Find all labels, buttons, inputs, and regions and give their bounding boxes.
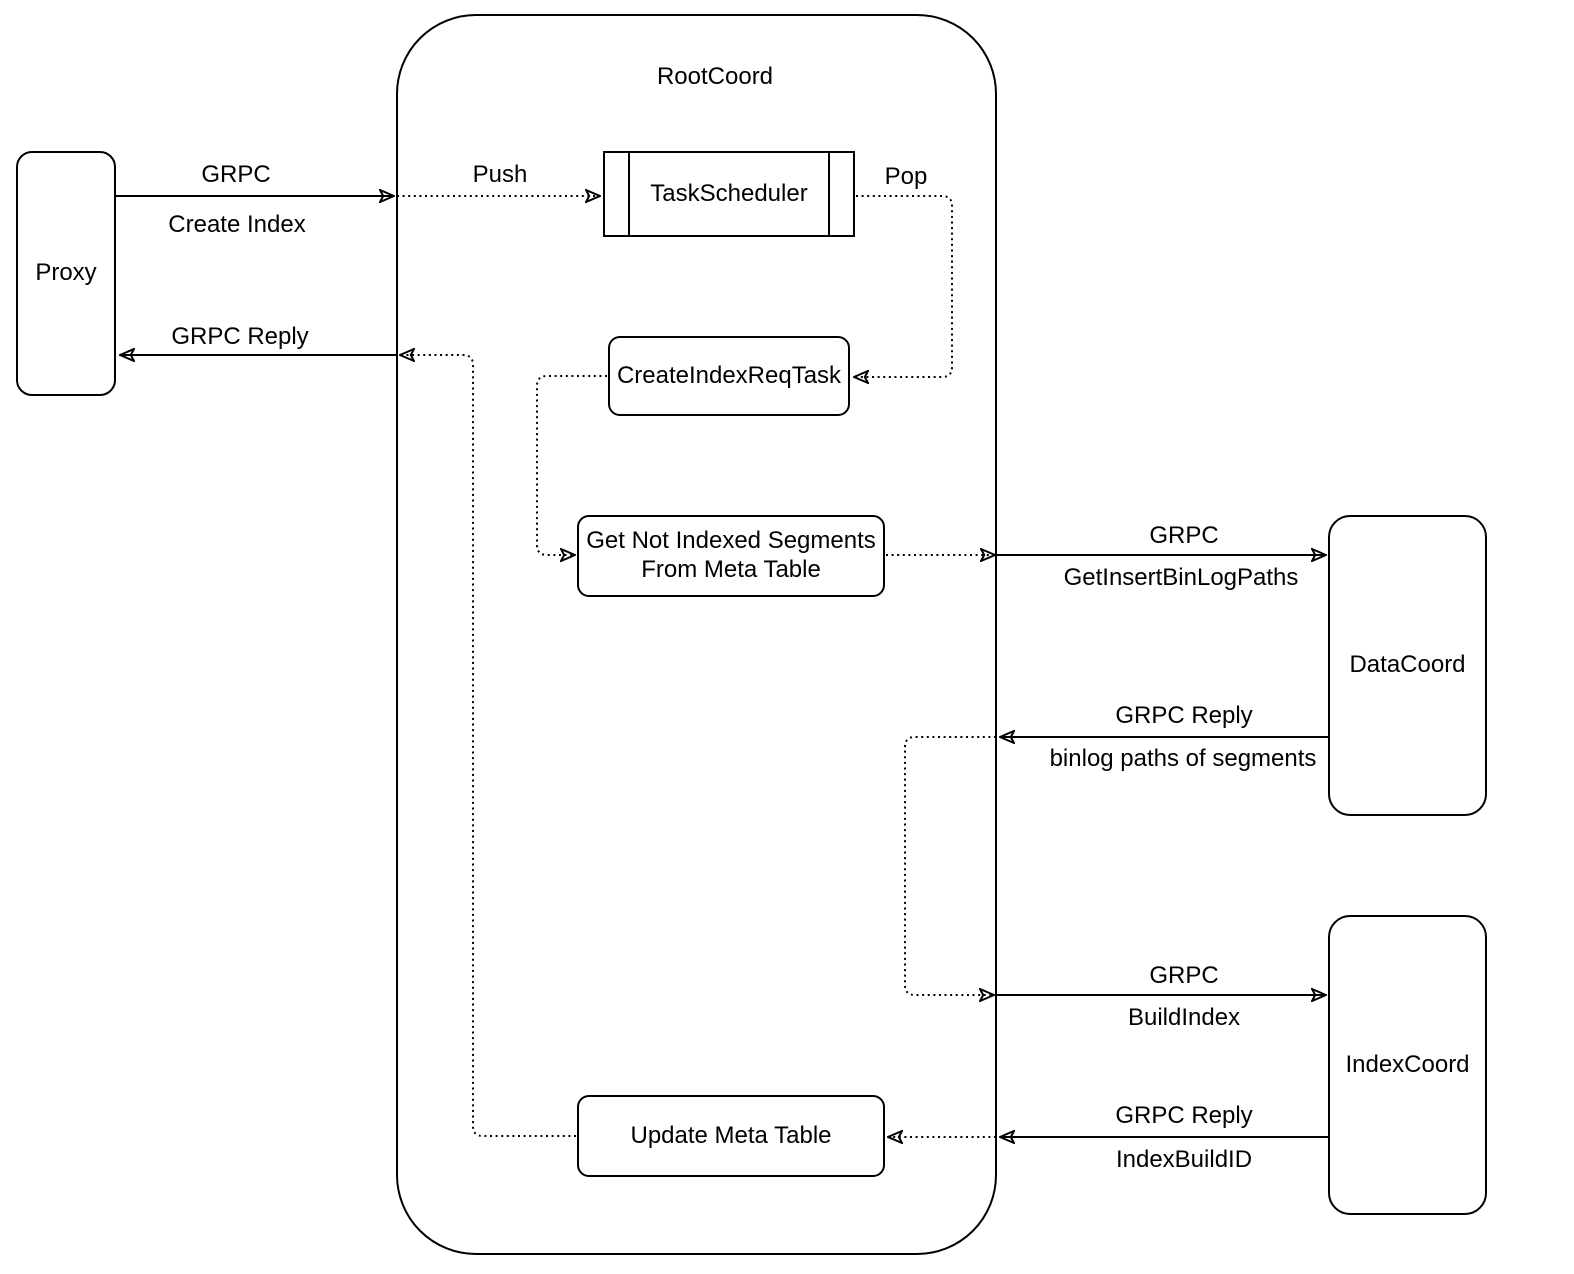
edge-req-task-to-get-segments xyxy=(536,375,607,555)
update-meta-table-node: Update Meta Table xyxy=(577,1095,885,1177)
edge-label-build-index-2: BuildIndex xyxy=(1127,1004,1241,1031)
edge-label-index-build-id-1: GRPC Reply xyxy=(1115,1102,1253,1129)
edge-label-binlog-reply-2: binlog paths of segments xyxy=(1049,745,1317,772)
get-not-indexed-segments-label: Get Not Indexed Segments From Meta Table xyxy=(586,527,876,583)
proxy-label: Proxy xyxy=(35,259,97,287)
task-scheduler-node: TaskScheduler xyxy=(603,151,855,237)
edge-label-grpc-reply-to-proxy: GRPC Reply xyxy=(171,323,309,350)
indexcoord-label: IndexCoord xyxy=(1345,1050,1470,1078)
create-index-req-task-node: CreateIndexReqTask xyxy=(608,336,850,416)
queue-right-bar-icon xyxy=(828,151,830,237)
edge-label-index-build-id-2: IndexBuildID xyxy=(1115,1146,1253,1173)
datacoord-node: DataCoord xyxy=(1328,515,1487,816)
edge-pop-to-create-index-req-task xyxy=(854,195,953,377)
indexcoord-node: IndexCoord xyxy=(1328,915,1487,1215)
edge-label-build-index-1: GRPC xyxy=(1149,962,1219,989)
rootcoord-container xyxy=(396,14,997,1255)
edge-label-push: Push xyxy=(472,161,528,188)
edge-label-grpc-create-index-2: Create Index xyxy=(168,211,306,238)
edge-label-pop: Pop xyxy=(884,163,928,190)
update-meta-table-label: Update Meta Table xyxy=(630,1121,832,1149)
get-not-indexed-segments-node: Get Not Indexed Segments From Meta Table xyxy=(577,515,885,597)
edge-label-get-insert-2: GetInsertBinLogPaths xyxy=(1063,564,1299,591)
datacoord-label: DataCoord xyxy=(1349,651,1466,679)
edge-label-grpc-create-index-1: GRPC xyxy=(201,161,271,188)
queue-left-bar-icon xyxy=(628,151,630,237)
edge-label-get-insert-1: GRPC xyxy=(1149,522,1219,549)
rootcoord-title: RootCoord xyxy=(656,63,774,90)
edge-binlog-reply-internal-route xyxy=(904,736,996,995)
proxy-node: Proxy xyxy=(16,151,116,396)
edge-label-binlog-reply-1: GRPC Reply xyxy=(1115,702,1253,729)
task-scheduler-label: TaskScheduler xyxy=(650,179,808,207)
create-index-req-task-label: CreateIndexReqTask xyxy=(616,361,842,389)
edge-update-meta-to-rootcoord-edge xyxy=(400,355,576,1137)
